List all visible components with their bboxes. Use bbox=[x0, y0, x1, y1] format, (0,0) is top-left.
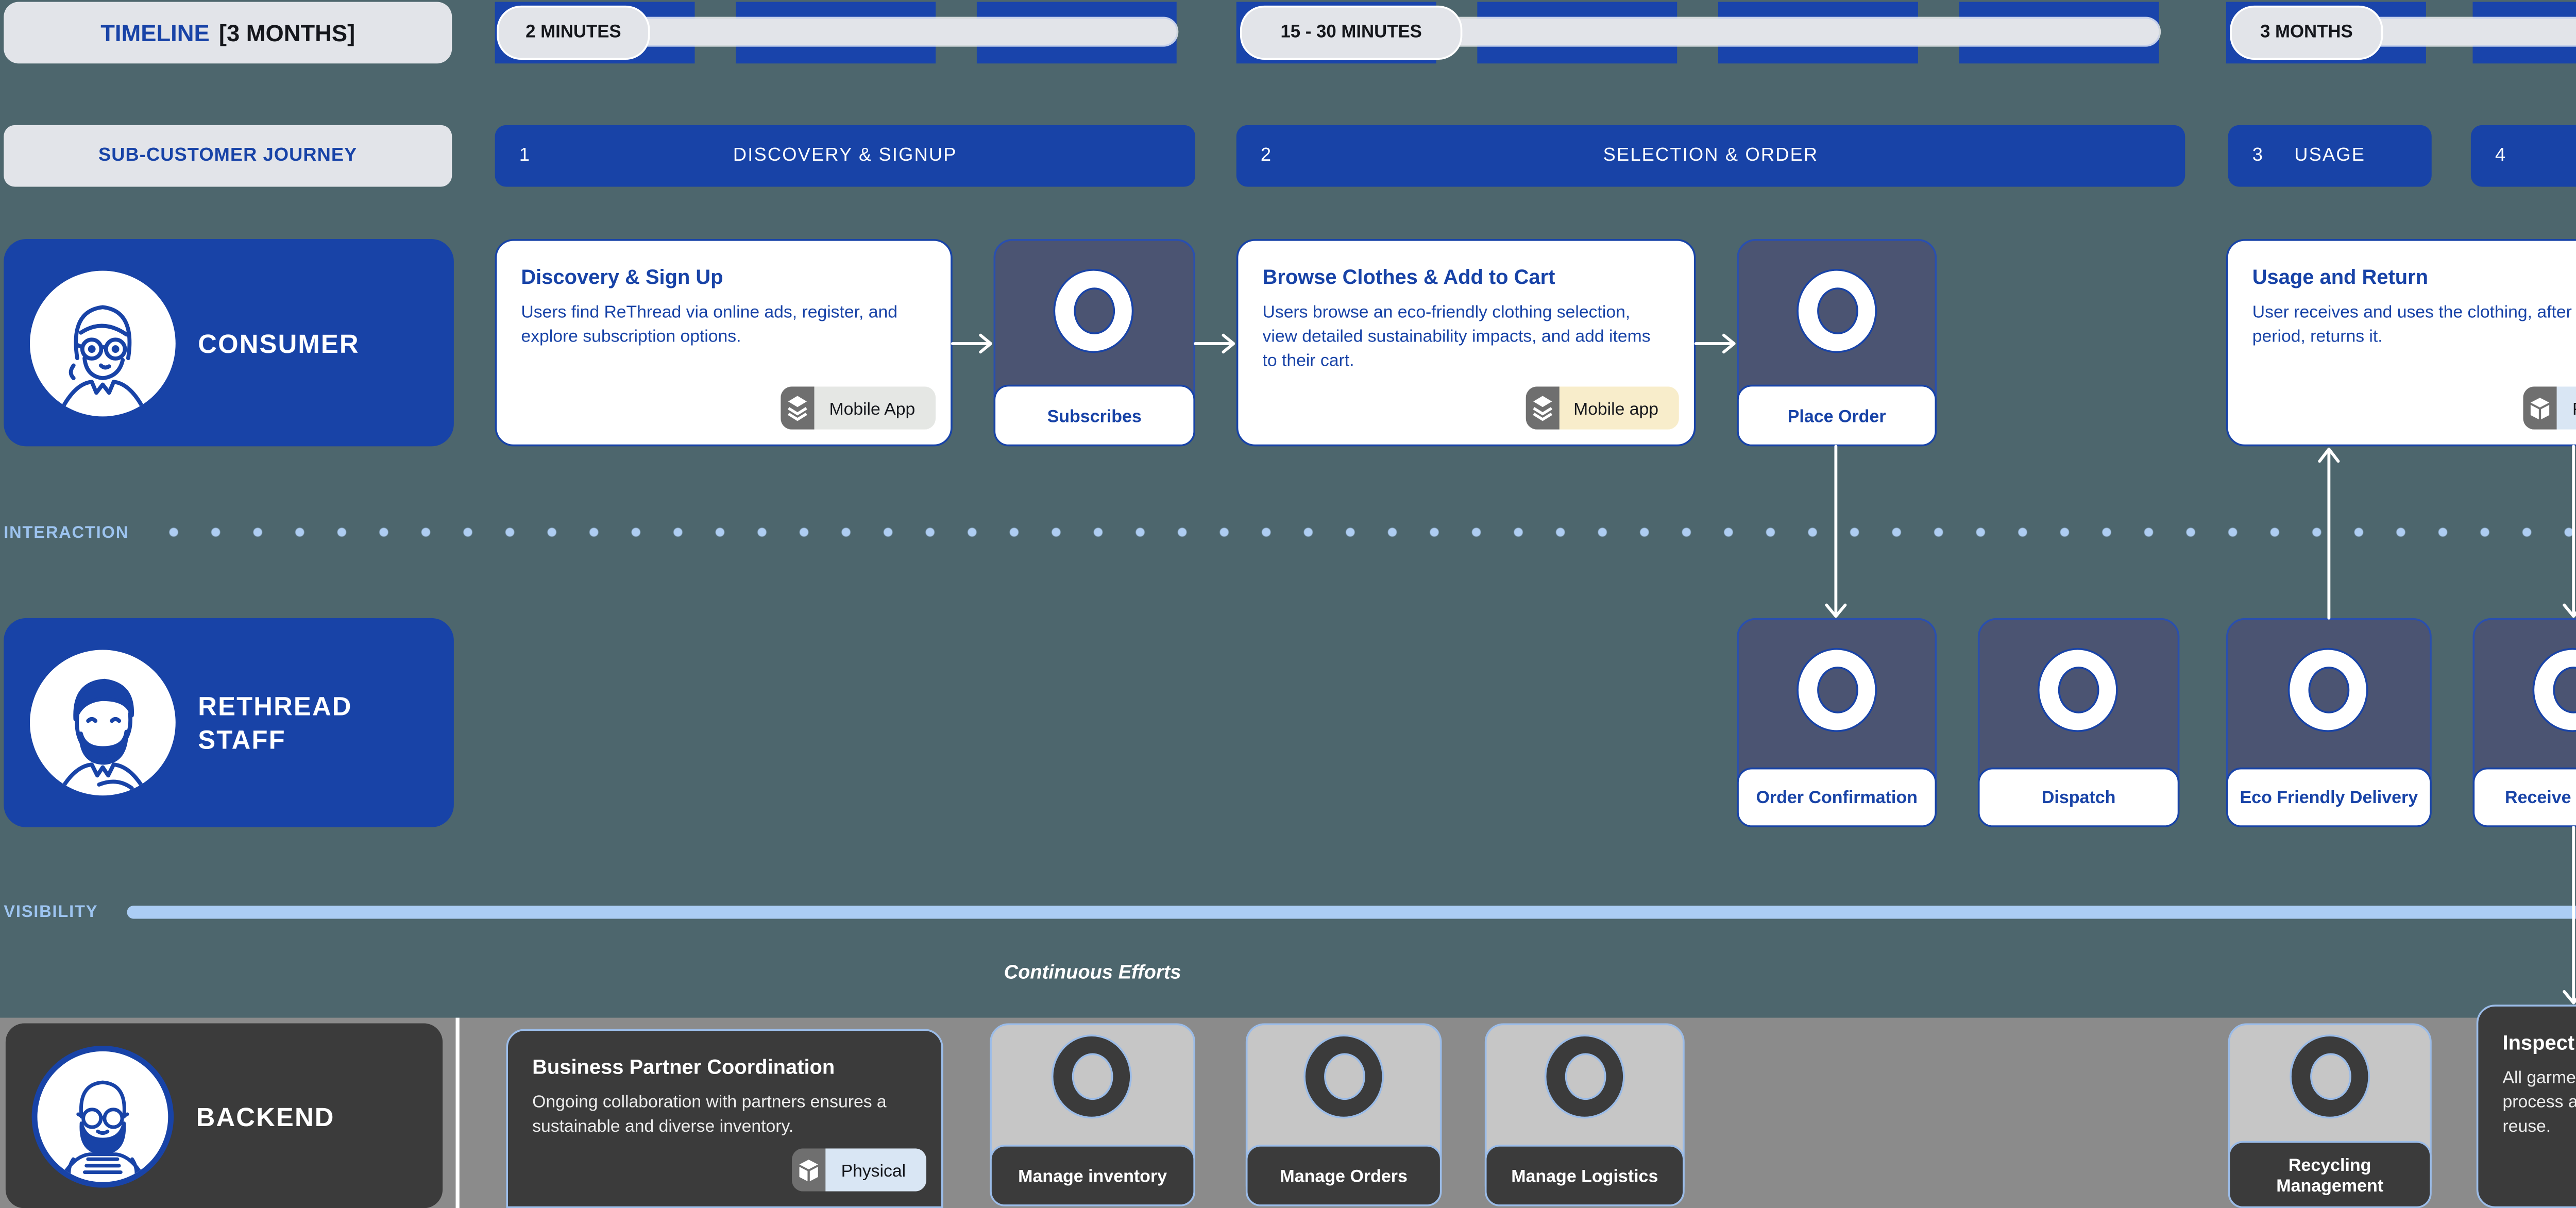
journey-header: SUB-CUSTOMER JOURNEY bbox=[4, 125, 452, 187]
step-donut-icon bbox=[1053, 269, 1134, 353]
channel-tag: Physical bbox=[2523, 386, 2576, 430]
node-label-manage-orders: Manage Orders bbox=[1245, 1145, 1442, 1206]
timeline-label: TIMELINE bbox=[100, 20, 210, 46]
staff-avatar bbox=[30, 650, 176, 796]
node-label-receive-returns: Receive Returns bbox=[2472, 767, 2576, 827]
interaction-line-label: INTERACTION bbox=[4, 523, 129, 542]
card-body: Users find ReThread via online ads, regi… bbox=[521, 302, 897, 346]
layers-icon bbox=[1524, 386, 1559, 430]
step-donut-icon bbox=[1051, 1034, 1132, 1119]
cube-icon bbox=[792, 1148, 826, 1192]
stage-number: 2 bbox=[1260, 145, 1272, 166]
card-body: All garments undergo an eco-friendly cle… bbox=[2502, 1068, 2576, 1135]
timeline-range: [3 MONTHS] bbox=[218, 20, 355, 46]
stage-title: SELECTION & ORDER bbox=[1603, 145, 1819, 166]
staff-lane-label: RETHREAD STAFF bbox=[198, 690, 352, 755]
backend-lane-header: BACKEND bbox=[5, 1023, 443, 1208]
arrow-right-icon bbox=[1694, 333, 1736, 354]
duration-pill-3: 3 MONTHS bbox=[2230, 5, 2383, 60]
continuous-efforts-label: Continuous Efforts bbox=[1004, 961, 1181, 984]
arrow-right-icon bbox=[1194, 333, 1235, 354]
node-label-dispatch: Dispatch bbox=[1977, 767, 2180, 827]
card-title: Business Partner Coordination bbox=[532, 1057, 835, 1080]
consumer-card-browse: Browse Clothes & Add to Cart Users brows… bbox=[1236, 239, 1696, 447]
tag-label: Physical bbox=[826, 1148, 926, 1192]
step-donut-icon bbox=[1544, 1034, 1625, 1119]
step-donut-icon bbox=[1303, 1034, 1384, 1119]
node-label-recycling-management: Recycling Management bbox=[2228, 1141, 2432, 1208]
step-donut-icon bbox=[2290, 1034, 2370, 1119]
card-title: Browse Clothes & Add to Cart bbox=[1262, 267, 1555, 290]
card-body: User receives and uses the clothing, aft… bbox=[2252, 302, 2576, 346]
arrow-down-icon bbox=[2563, 445, 2576, 618]
staff-lane-header: RETHREAD STAFF bbox=[4, 618, 454, 827]
interaction-dotted-line bbox=[168, 524, 2576, 540]
card-title: Usage and Return bbox=[2252, 267, 2429, 290]
consumer-lane-label: CONSUMER bbox=[198, 328, 360, 358]
duration-pill-1: 2 MINUTES bbox=[497, 5, 650, 60]
consumer-card-usage: Usage and Return User receives and uses … bbox=[2226, 239, 2576, 447]
consumer-avatar bbox=[30, 269, 176, 416]
duration-pill-2: 15 - 30 MINUTES bbox=[1240, 5, 1463, 60]
channel-tag: Mobile app bbox=[1524, 386, 1679, 430]
stage-title: RETURN & REWARDS bbox=[2471, 125, 2576, 187]
visibility-line-label: VISIBILITY bbox=[4, 901, 98, 921]
stage-number: 3 bbox=[2252, 145, 2263, 166]
arrow-right-icon bbox=[951, 333, 992, 354]
stage-title: DISCOVERY & SIGNUP bbox=[733, 145, 957, 166]
arrow-down-icon bbox=[2563, 825, 2576, 1005]
channel-tag: Physical bbox=[792, 1148, 926, 1192]
stage-title: USAGE bbox=[2294, 145, 2366, 166]
stage-number: 4 bbox=[2495, 145, 2506, 166]
node-label-manage-logistics: Manage Logistics bbox=[1484, 1145, 1685, 1206]
backend-card-inspect-quality: Inspect Quality & Dry Clean All garments… bbox=[2476, 1005, 2576, 1208]
card-body: Ongoing collaboration with partners ensu… bbox=[532, 1092, 887, 1135]
stage-number: 1 bbox=[519, 145, 530, 166]
step-donut-icon bbox=[1797, 269, 1877, 353]
backend-lane-label: BACKEND bbox=[196, 1100, 335, 1131]
backend-divider bbox=[455, 1017, 459, 1208]
node-label-subscribes: Subscribes bbox=[993, 384, 1195, 447]
arrow-up-icon bbox=[2318, 447, 2340, 620]
node-label-manage-inventory: Manage inventory bbox=[990, 1145, 1195, 1206]
consumer-card-discovery: Discovery & Sign Up Users find ReThread … bbox=[495, 239, 953, 447]
journey-stage-3: 3 USAGE bbox=[2228, 125, 2432, 187]
layers-icon bbox=[781, 386, 815, 430]
arrow-down-icon bbox=[1825, 445, 1847, 618]
backend-card-partner-coordination: Business Partner Coordination Ongoing co… bbox=[506, 1029, 943, 1208]
duration-bar-1 bbox=[560, 19, 1177, 45]
node-label-place-order: Place Order bbox=[1737, 384, 1937, 447]
journey-stage-1: 1 DISCOVERY & SIGNUP bbox=[495, 125, 1195, 187]
timeline-header: TIMELINE [3 MONTHS] bbox=[4, 2, 452, 64]
visibility-line bbox=[127, 906, 2576, 919]
node-label-eco-friendly-delivery: Eco Friendly Delivery bbox=[2226, 767, 2432, 827]
journey-stage-2: 2 SELECTION & ORDER bbox=[1236, 125, 2185, 187]
step-donut-icon bbox=[2287, 648, 2368, 732]
step-donut-icon bbox=[1797, 648, 1877, 732]
step-donut-icon bbox=[2037, 648, 2118, 732]
cube-icon bbox=[2523, 386, 2557, 430]
backend-avatar bbox=[31, 1045, 174, 1187]
card-title: Inspect Quality & Dry Clean bbox=[2502, 1032, 2576, 1056]
card-title: Discovery & Sign Up bbox=[521, 267, 723, 290]
tag-label: Mobile App bbox=[814, 386, 936, 430]
journey-label: SUB-CUSTOMER JOURNEY bbox=[98, 145, 358, 166]
node-label-order-confirmation: Order Confirmation bbox=[1737, 767, 1937, 827]
consumer-lane-header: CONSUMER bbox=[4, 239, 454, 447]
journey-stage-4: 4 RETURN & REWARDS bbox=[2470, 125, 2576, 187]
card-body: Users browse an eco-friendly clothing se… bbox=[1262, 302, 1651, 369]
channel-tag: Mobile App bbox=[781, 386, 936, 430]
tag-label: Physical bbox=[2557, 386, 2576, 430]
tag-label: Mobile app bbox=[1558, 386, 1679, 430]
